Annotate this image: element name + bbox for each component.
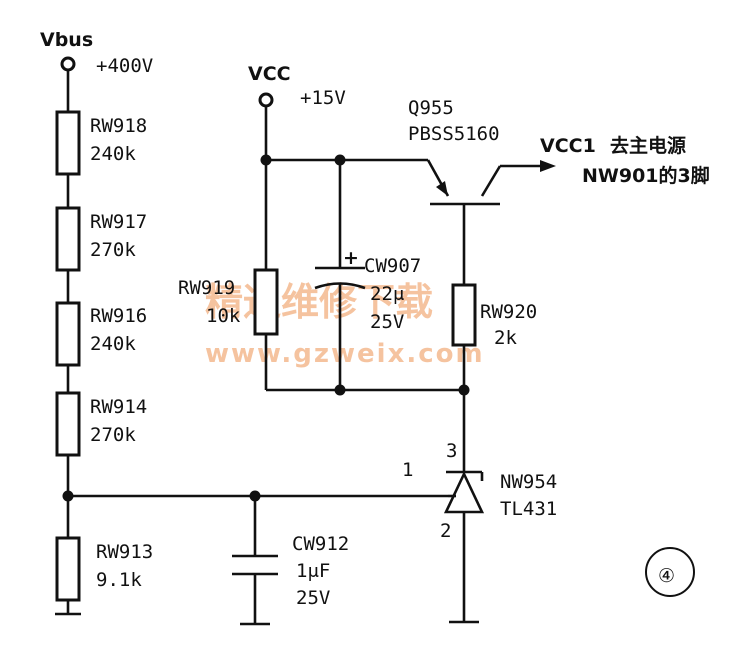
cw912-value: 1μF <box>296 560 330 582</box>
rw913-value: 9.1k <box>96 569 142 591</box>
resistor-rw920 <box>451 283 477 347</box>
capacitor-cw907-plate-bottom <box>314 282 366 290</box>
q955-ref: Q955 <box>408 97 454 119</box>
rw920-value: 2k <box>494 327 517 349</box>
q955-collector <box>480 165 502 197</box>
cw907-voltage: 25V <box>370 311 404 333</box>
rw916-value: 240k <box>90 333 136 355</box>
rw916-ref: RW916 <box>90 305 147 327</box>
rw914-value: 270k <box>90 424 136 446</box>
rw917-value: 270k <box>90 239 136 261</box>
resistor-rw913 <box>55 536 81 602</box>
tl431-body <box>443 470 485 514</box>
q955-emitter-arrow <box>436 181 448 196</box>
tl431-pin3-label: 3 <box>446 440 457 462</box>
figure-number-circle <box>645 547 695 597</box>
rw918-value: 240k <box>90 143 136 165</box>
nw954-part: TL431 <box>500 498 557 520</box>
resistor-rw914 <box>55 391 81 457</box>
vbus-voltage: +400V <box>96 55 153 77</box>
rw917-ref: RW917 <box>90 211 147 233</box>
rw919-value: 10k <box>206 305 241 327</box>
rw913-ref: RW913 <box>96 541 153 563</box>
q955-part: PBSS5160 <box>408 123 500 145</box>
watermark-url: www.gzweix.com <box>205 339 485 369</box>
rw920-ref: RW920 <box>480 301 537 323</box>
figure-number: ④ <box>658 565 675 587</box>
cw907-ref: CW907 <box>364 255 421 277</box>
vcc-label: VCC <box>248 63 291 85</box>
rw919-ref: RW919 <box>178 277 235 299</box>
vcc1-label: VCC1 <box>540 135 596 157</box>
nw954-ref: NW954 <box>500 471 557 493</box>
resistor-rw918 <box>55 110 81 176</box>
vbus-label: Vbus <box>40 29 93 51</box>
cw907-value: 22μ <box>370 283 404 305</box>
resistor-rw916 <box>55 301 81 367</box>
cw907-polarity: + <box>343 247 359 269</box>
vcc1-note-line1: 去主电源 <box>610 134 686 157</box>
tl431-pin2-label: 2 <box>440 520 451 542</box>
resistor-rw917 <box>55 206 81 272</box>
vcc1-note-line2: NW901的3脚 <box>582 164 710 187</box>
tl431-pin1-label: 1 <box>402 459 413 481</box>
rw914-ref: RW914 <box>90 396 147 418</box>
vcc-terminal <box>258 92 274 108</box>
resistor-rw919 <box>253 268 279 336</box>
rw918-ref: RW918 <box>90 115 147 137</box>
vbus-terminal <box>60 56 76 72</box>
cw912-ref: CW912 <box>292 533 349 555</box>
vcc1-arrow <box>540 160 556 172</box>
cw912-voltage: 25V <box>296 587 330 609</box>
vcc-voltage: +15V <box>300 87 346 109</box>
